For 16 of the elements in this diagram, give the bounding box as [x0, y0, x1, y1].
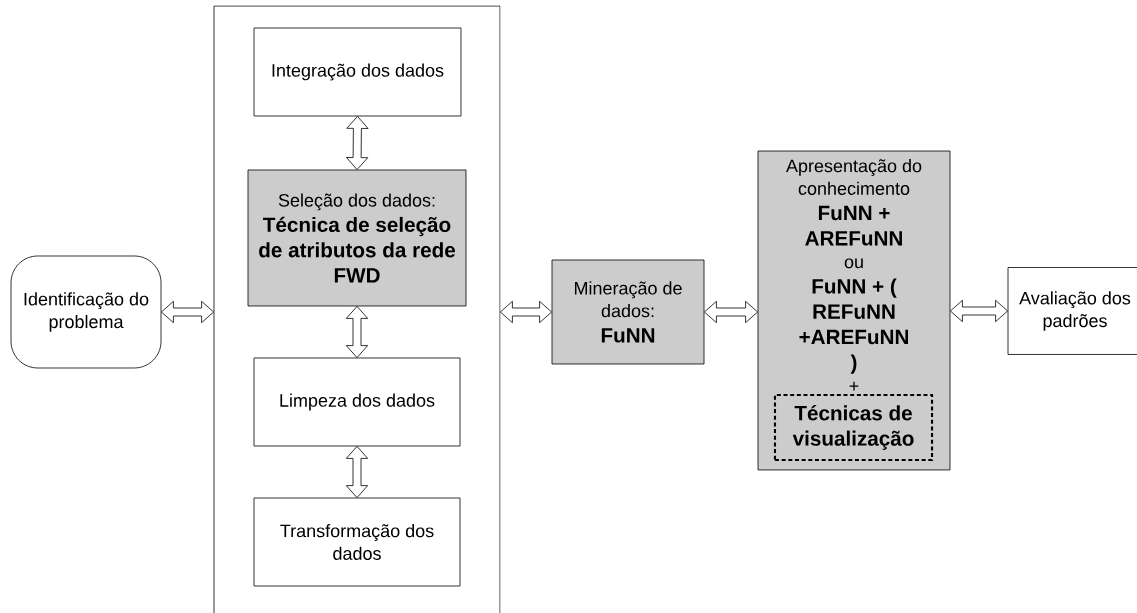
double-arrow — [704, 300, 758, 324]
process-box: Transformação dos dados — [253, 497, 461, 587]
process-box: Limpeza dos dados — [253, 357, 461, 447]
double-arrow — [345, 446, 369, 498]
process-box: Integração dos dados — [253, 27, 462, 117]
double-arrow — [346, 116, 369, 170]
process-box: Mineração de dados: FuNN — [551, 259, 705, 365]
double-arrow — [161, 300, 214, 324]
dashed-box: Técnicas de visualização — [773, 393, 934, 462]
process-box: Avaliação dos padrões — [1007, 267, 1137, 355]
double-arrow — [950, 299, 1008, 323]
process-box: Seleção dos dados: Técnica de seleção de atributos da rede FWD — [247, 169, 467, 307]
start-box: Identificação do problema — [10, 255, 162, 369]
group-box — [213, 5, 501, 613]
double-arrow — [345, 306, 369, 358]
double-arrow — [500, 300, 552, 324]
